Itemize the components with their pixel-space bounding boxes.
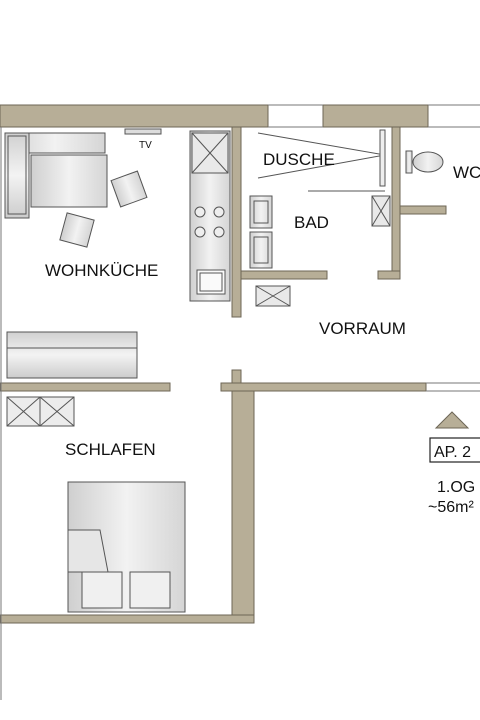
room-label-bad: BAD: [294, 213, 329, 232]
room-label-wohnkueche: WOHNKÜCHE: [45, 261, 158, 280]
unit-floor-label: 1.OG: [437, 479, 475, 496]
washer-box: [255, 285, 291, 307]
toilet-icon: [405, 150, 444, 174]
outline-lines: [0, 104, 480, 700]
double-bed: [67, 481, 186, 613]
wall-top-left: [0, 104, 269, 128]
wall-wc-bottom: [377, 270, 401, 280]
shower-door: [257, 129, 386, 192]
kitchen-counter: [189, 130, 231, 302]
wall-top-mid: [322, 104, 429, 128]
washbasin-2: [249, 231, 273, 269]
corner-sofa: [4, 132, 108, 219]
boiler-box: [371, 195, 391, 227]
walls: [0, 104, 447, 624]
entrance-triangle-icon: [434, 411, 470, 429]
wall-exterior-right: [231, 390, 255, 622]
wall-bad-bottom: [240, 270, 328, 280]
tv-icon: [124, 128, 162, 135]
room-label-wc: WC: [453, 163, 480, 182]
room-label-schlafen: SCHLAFEN: [65, 440, 156, 459]
washbasins: [249, 195, 273, 269]
room-label-vorraum: VORRAUM: [319, 319, 406, 338]
tv-label: TV: [139, 140, 152, 151]
wall-bottom: [0, 614, 255, 624]
armchair-1: [110, 170, 148, 208]
wall-living-bedroom: [0, 382, 171, 392]
unit-area-label: ~56m²: [428, 499, 474, 516]
room-label-dusche: DUSCHE: [263, 150, 335, 169]
stove-icon: [194, 206, 225, 238]
wall-wc-stub: [399, 205, 447, 215]
kitchen-sink: [196, 269, 226, 295]
wall-bad-wc: [391, 126, 401, 280]
wardrobe: [6, 396, 75, 427]
unit-id-box: [429, 437, 480, 463]
washbasin-1: [249, 195, 273, 229]
wall-kitchen-bath: [231, 126, 242, 318]
armchair-2: [59, 212, 95, 248]
wall-corridor: [220, 382, 427, 392]
tv: TV: [124, 128, 162, 151]
unit-id-label: AP. 2: [434, 444, 471, 461]
sideboard: [6, 331, 138, 379]
